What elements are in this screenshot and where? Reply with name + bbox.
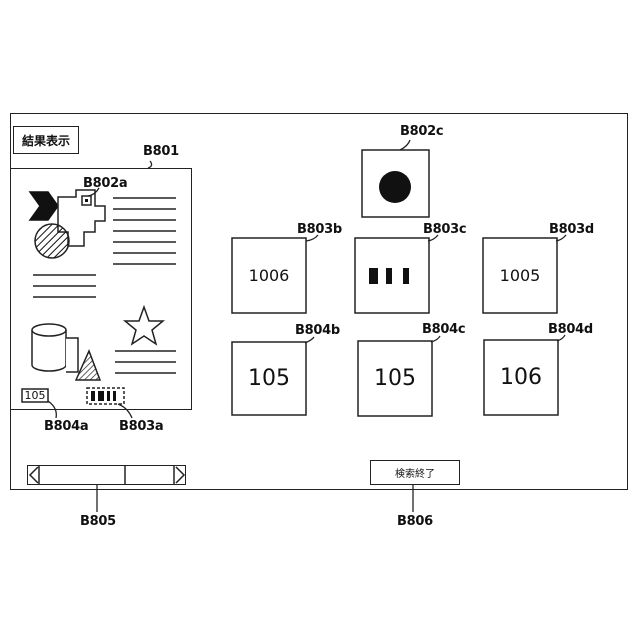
search-end-button[interactable]: 検索終了 [370, 460, 460, 485]
barcode-icon[interactable] [355, 238, 429, 313]
label-b806: B806 [397, 514, 433, 529]
result-value-bottom-1[interactable]: 105 [232, 342, 306, 415]
label-b802c: B802c [400, 124, 443, 139]
label-b803d: B803d [549, 222, 594, 237]
label-b803b: B803b [297, 222, 342, 237]
label-b804c: B804c [422, 322, 465, 337]
result-value-bottom-2[interactable]: 105 [358, 341, 432, 416]
hatched-triangle [76, 351, 100, 380]
label-b802a: B802a [83, 176, 127, 191]
label-b804b: B804b [295, 323, 340, 338]
horizontal-scrollbar[interactable] [27, 465, 186, 485]
hatched-circle [35, 224, 69, 258]
label-b801: B801 [143, 144, 179, 159]
document-contents [22, 190, 176, 404]
filled-circle-icon [379, 171, 411, 203]
result-value-top-3[interactable]: 1005 [483, 238, 557, 313]
label-b803c: B803c [423, 222, 466, 237]
number-tag: 105 [22, 389, 48, 402]
chevron-icon [30, 192, 58, 220]
star-icon [125, 307, 163, 344]
label-b803a: B803a [119, 419, 163, 434]
label-b805: B805 [80, 514, 116, 529]
label-b804d: B804d [548, 322, 593, 337]
result-value-bottom-3[interactable]: 106 [484, 340, 558, 415]
result-value-top-1[interactable]: 1006 [232, 238, 306, 313]
label-b804a: B804a [44, 419, 88, 434]
